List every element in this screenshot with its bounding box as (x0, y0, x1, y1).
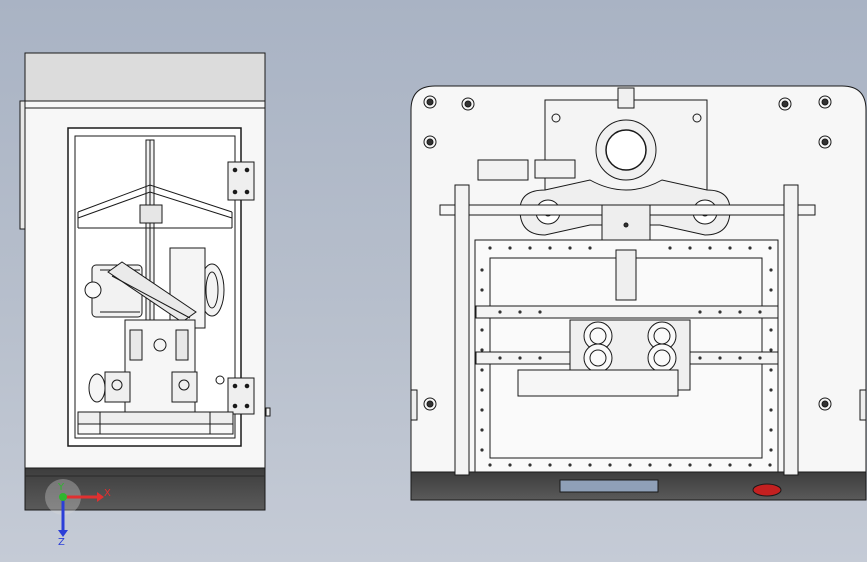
slide-bar-upper (475, 305, 779, 319)
corner-screws (423, 95, 832, 411)
emergency-stop (752, 483, 782, 497)
ring-bore (605, 129, 647, 171)
right-rail (783, 184, 799, 476)
y-axis-label: Y (57, 482, 65, 493)
side-base (24, 467, 266, 511)
lower-guide (517, 369, 679, 397)
front-view[interactable] (410, 85, 867, 501)
plate-holes (480, 246, 773, 467)
side-top-panel (24, 52, 266, 102)
upper-hinge-plate (227, 161, 255, 201)
side-view[interactable] (19, 52, 271, 511)
left-rail (454, 184, 470, 476)
carriage-block (139, 204, 163, 224)
valve-block (477, 159, 529, 181)
diagonal-arm (107, 261, 197, 323)
lower-hinge-plate (227, 377, 255, 415)
z-axis-label: Z (58, 537, 65, 548)
x-axis-label: X (104, 488, 111, 499)
pushrod (615, 249, 637, 301)
top-bracket (77, 184, 233, 213)
motor-cap (84, 281, 102, 299)
side-left-strip (19, 100, 26, 230)
coordinate-triad: X Y Z (45, 479, 111, 548)
front-base-slot (559, 479, 659, 493)
y-axis-dot (59, 493, 67, 501)
